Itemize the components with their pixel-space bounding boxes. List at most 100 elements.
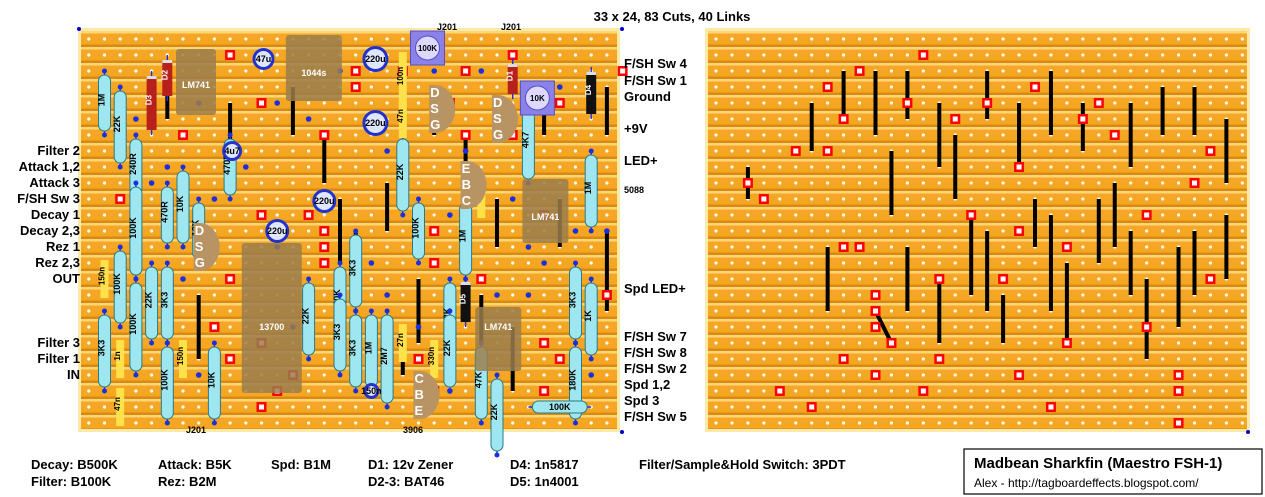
diode-label: D3 [145, 94, 154, 105]
resistor-value: 470R [159, 201, 169, 223]
resistor-value: 3K3 [348, 340, 358, 357]
j201-label-b: J201 [501, 22, 521, 32]
connection-dot [384, 292, 390, 298]
resistor-pad [494, 452, 500, 458]
film-capacitor: 47n [113, 388, 125, 426]
resistor: 100K [159, 340, 174, 426]
resistor: 100K [411, 196, 425, 266]
right-label: Ground [624, 89, 671, 104]
ic: LM741 [475, 307, 522, 371]
track-cut-copper-center [1096, 100, 1102, 106]
j201-label-bottom: J201 [186, 425, 206, 435]
resistor-value: 3K3 [332, 324, 342, 341]
resistor-pad [478, 420, 484, 426]
right-label: F/SH Sw 7 [624, 329, 687, 344]
resistor: 3K3 [332, 292, 347, 378]
resistor-pad [133, 180, 139, 186]
connection-dot [509, 196, 516, 202]
cap-value: 330n [427, 347, 436, 365]
resistor-pad [102, 132, 107, 138]
resistor-pad [573, 340, 578, 346]
diode: D2 [160, 55, 173, 101]
resistor-body [207, 346, 221, 420]
resistor-body [160, 266, 174, 340]
transistor-pin: E [462, 161, 471, 176]
resistor-pad [368, 308, 374, 314]
connection-dot [133, 116, 139, 122]
left-label: Filter 3 [37, 335, 80, 350]
ic: 13700 [241, 243, 302, 393]
track-cut-copper-center [920, 388, 926, 394]
resistor-body [396, 138, 410, 212]
connection-dot [588, 372, 594, 378]
track-cut-copper-center [1000, 276, 1006, 282]
track-cut-copper-center [936, 356, 942, 362]
transistor-pin: S [493, 111, 502, 126]
resistor-pad [400, 212, 406, 218]
resistor: 100K [128, 180, 143, 282]
connection-dot [494, 292, 500, 298]
electrolytic-capacitor: 220u [362, 110, 389, 136]
transistor-pin: B [462, 177, 471, 192]
track-cuts-copper [742, 50, 1216, 428]
track-cut-copper-center [873, 372, 878, 378]
parts-list-item: D5: 1n4001 [510, 474, 579, 489]
cap-body [430, 340, 439, 378]
copper-board [705, 28, 1250, 432]
resistor: 22K [112, 84, 127, 170]
resistor-pad [588, 356, 594, 362]
resistor-value: 1M [583, 182, 593, 195]
title-box-frame [963, 448, 1263, 495]
ic: 1044s [285, 35, 342, 101]
diode-body [460, 282, 471, 322]
transistor-pin: G [493, 127, 503, 142]
track-cut-copper-center [825, 148, 831, 154]
ic: LM741 [176, 49, 216, 115]
resistor-body [349, 314, 363, 388]
resistor: 22K [301, 276, 316, 362]
right-label: Spd LED+ [624, 281, 686, 296]
cap-top [225, 144, 240, 158]
track-cut-copper-center [841, 356, 847, 362]
track-cut-copper-center [1016, 164, 1022, 170]
resistor-pad [227, 196, 233, 202]
diode-label: D1 [506, 70, 515, 81]
resistor-body [160, 186, 174, 244]
resistor-pad [353, 228, 359, 234]
parts-list-item: D2-3: BAT46 [368, 474, 444, 489]
diode: D3 [145, 71, 157, 135]
transistor-body [413, 371, 440, 419]
cap-top [365, 113, 386, 133]
resistor: 22K [144, 260, 159, 346]
electrolytic-capacitor: 220u [362, 46, 389, 72]
resistor-pad [117, 324, 123, 330]
left-label: Decay 1 [31, 207, 80, 222]
resistor: 100K [128, 276, 143, 378]
parts-list-item: D1: 12v Zener [368, 457, 453, 472]
resistor-body [490, 378, 504, 452]
resistor-pad [573, 420, 578, 426]
right-label: F/SH Sw 8 [624, 345, 687, 360]
film-capacitor: 150n [98, 260, 109, 298]
resistor-pad [102, 308, 107, 314]
resistor: 3K3 [348, 308, 363, 394]
resistor-body [333, 298, 347, 372]
track-cut-center [306, 212, 312, 218]
transistor-pin: B [415, 387, 424, 402]
connection-dot [305, 116, 312, 122]
diode-body [162, 60, 173, 96]
transistor-body [429, 85, 456, 133]
resistor-value: 470R [222, 153, 232, 175]
track-cut-copper-center [1064, 340, 1070, 346]
right-label: 5088 [624, 185, 644, 195]
track-cut-center [463, 132, 469, 138]
resistor-value: 100K [159, 369, 169, 391]
cap-value: 220u [365, 54, 386, 64]
resistor: 1M [363, 308, 378, 394]
resistor-pad [416, 260, 421, 266]
resistor-pad [384, 404, 390, 410]
resistor-value: 22K [442, 339, 452, 356]
resistor-pad [384, 308, 390, 314]
j201-label-a: J201 [437, 22, 457, 32]
resistor-body [569, 266, 582, 340]
